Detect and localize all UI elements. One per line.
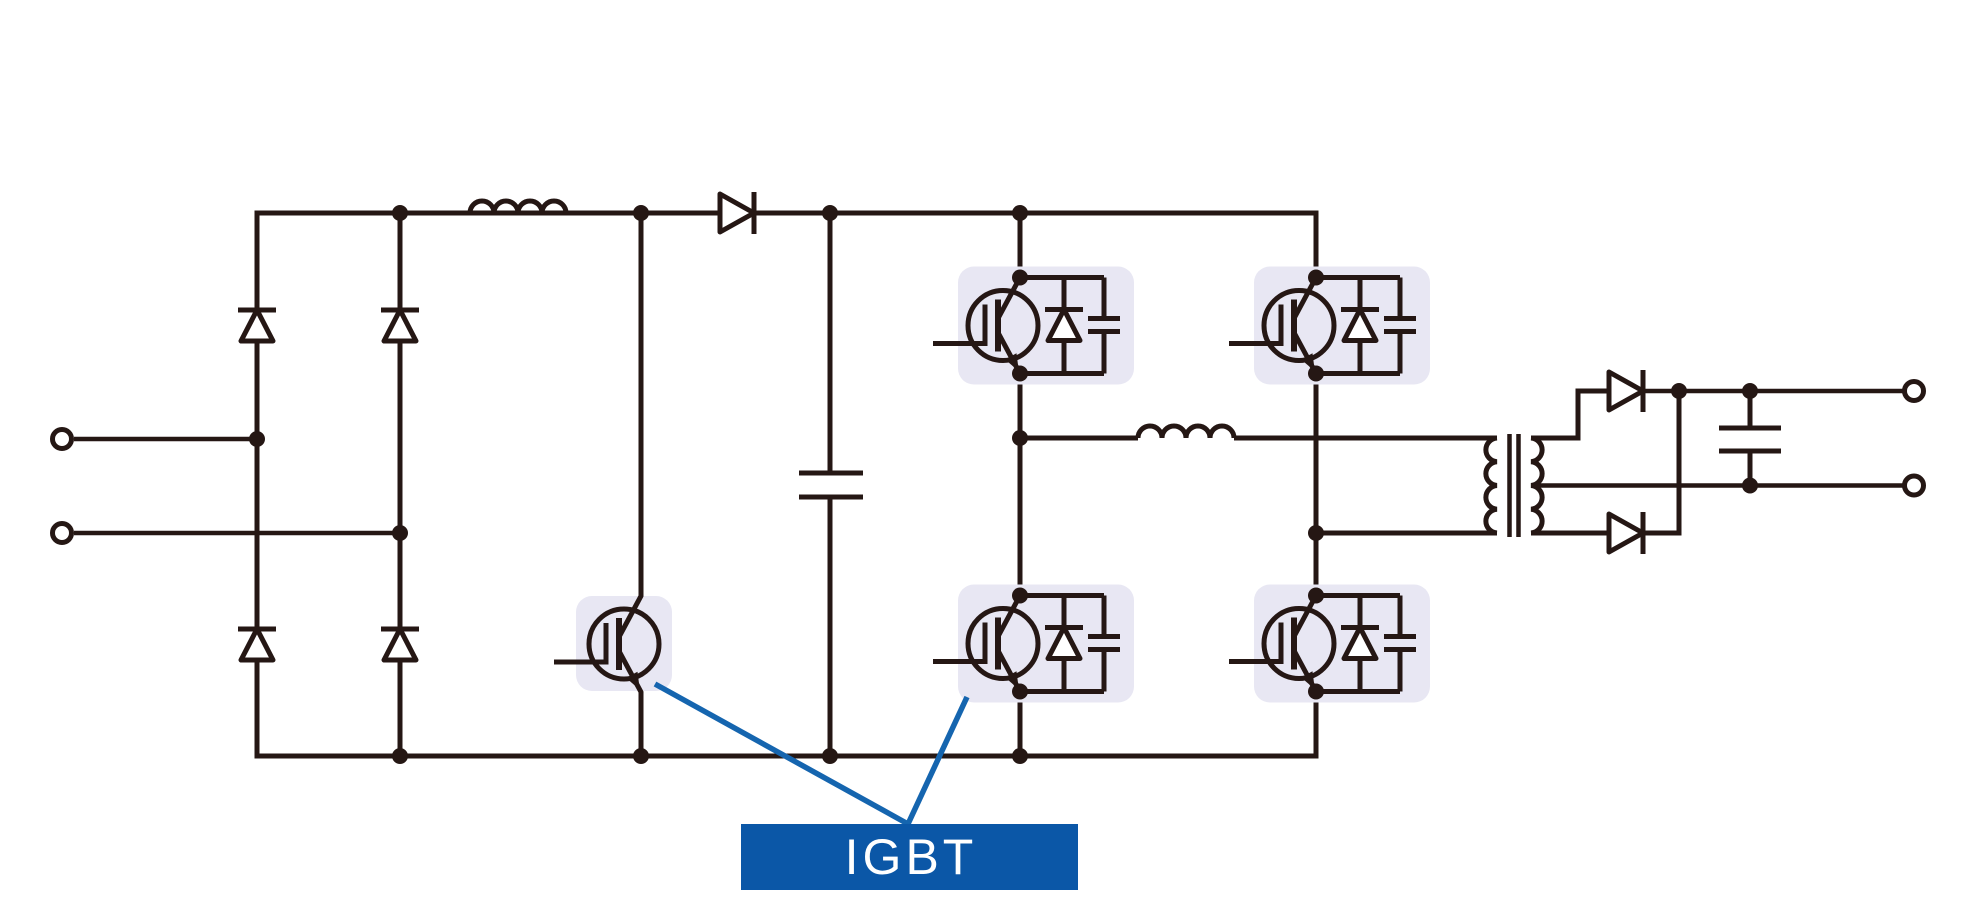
ac-input bbox=[50, 427, 400, 545]
output-diode-top bbox=[1609, 370, 1643, 412]
igbt-label: IGBT bbox=[845, 829, 978, 885]
dc-output bbox=[1531, 379, 1926, 498]
output-cap-plates bbox=[1719, 425, 1781, 454]
bridge-igbt-upper-left bbox=[933, 267, 1134, 385]
callout-line-right bbox=[905, 695, 970, 826]
transformer-core bbox=[1507, 434, 1521, 537]
inverter-legs bbox=[1017, 213, 1319, 756]
input-bridge-rectifier bbox=[238, 205, 419, 764]
boost-diode bbox=[720, 192, 754, 234]
diode-join-line bbox=[1643, 391, 1682, 536]
ac-input-terminal-top bbox=[50, 427, 74, 451]
bridge-diode-lower-right bbox=[381, 629, 419, 660]
igbt-label-box bbox=[741, 824, 1078, 890]
dc-output-terminal-top bbox=[1902, 379, 1926, 403]
bridge-diode-lower-left bbox=[238, 629, 276, 660]
output-rectifier bbox=[1531, 370, 1687, 554]
bridge-igbt-lower-left bbox=[933, 585, 1134, 703]
output-diode-bottom bbox=[1609, 512, 1643, 554]
dc-link-capacitor bbox=[799, 205, 863, 764]
series-inductor bbox=[1138, 426, 1234, 438]
bridge-igbt-lower-right bbox=[1229, 585, 1430, 703]
callout-line-left bbox=[653, 681, 910, 827]
transformer-primary-winding bbox=[1483, 435, 1498, 536]
pfc-boost-stage bbox=[470, 192, 754, 764]
bridge-igbt-upper-right bbox=[1229, 267, 1430, 385]
dc-output-terminal-bottom bbox=[1902, 473, 1926, 498]
bridge-diode-upper-left bbox=[238, 310, 276, 341]
dc-link-cap-plates bbox=[799, 470, 863, 500]
bridge-diode-upper-right bbox=[381, 310, 419, 341]
series-inductor-link bbox=[1020, 426, 1497, 536]
igbt-callout: IGBT bbox=[653, 681, 1078, 890]
ac-input-terminal-bottom bbox=[50, 521, 74, 545]
secondary-top-lead bbox=[1531, 388, 1609, 441]
dc-bus-rails bbox=[254, 210, 1319, 759]
full-bridge-inverter bbox=[933, 205, 1430, 764]
